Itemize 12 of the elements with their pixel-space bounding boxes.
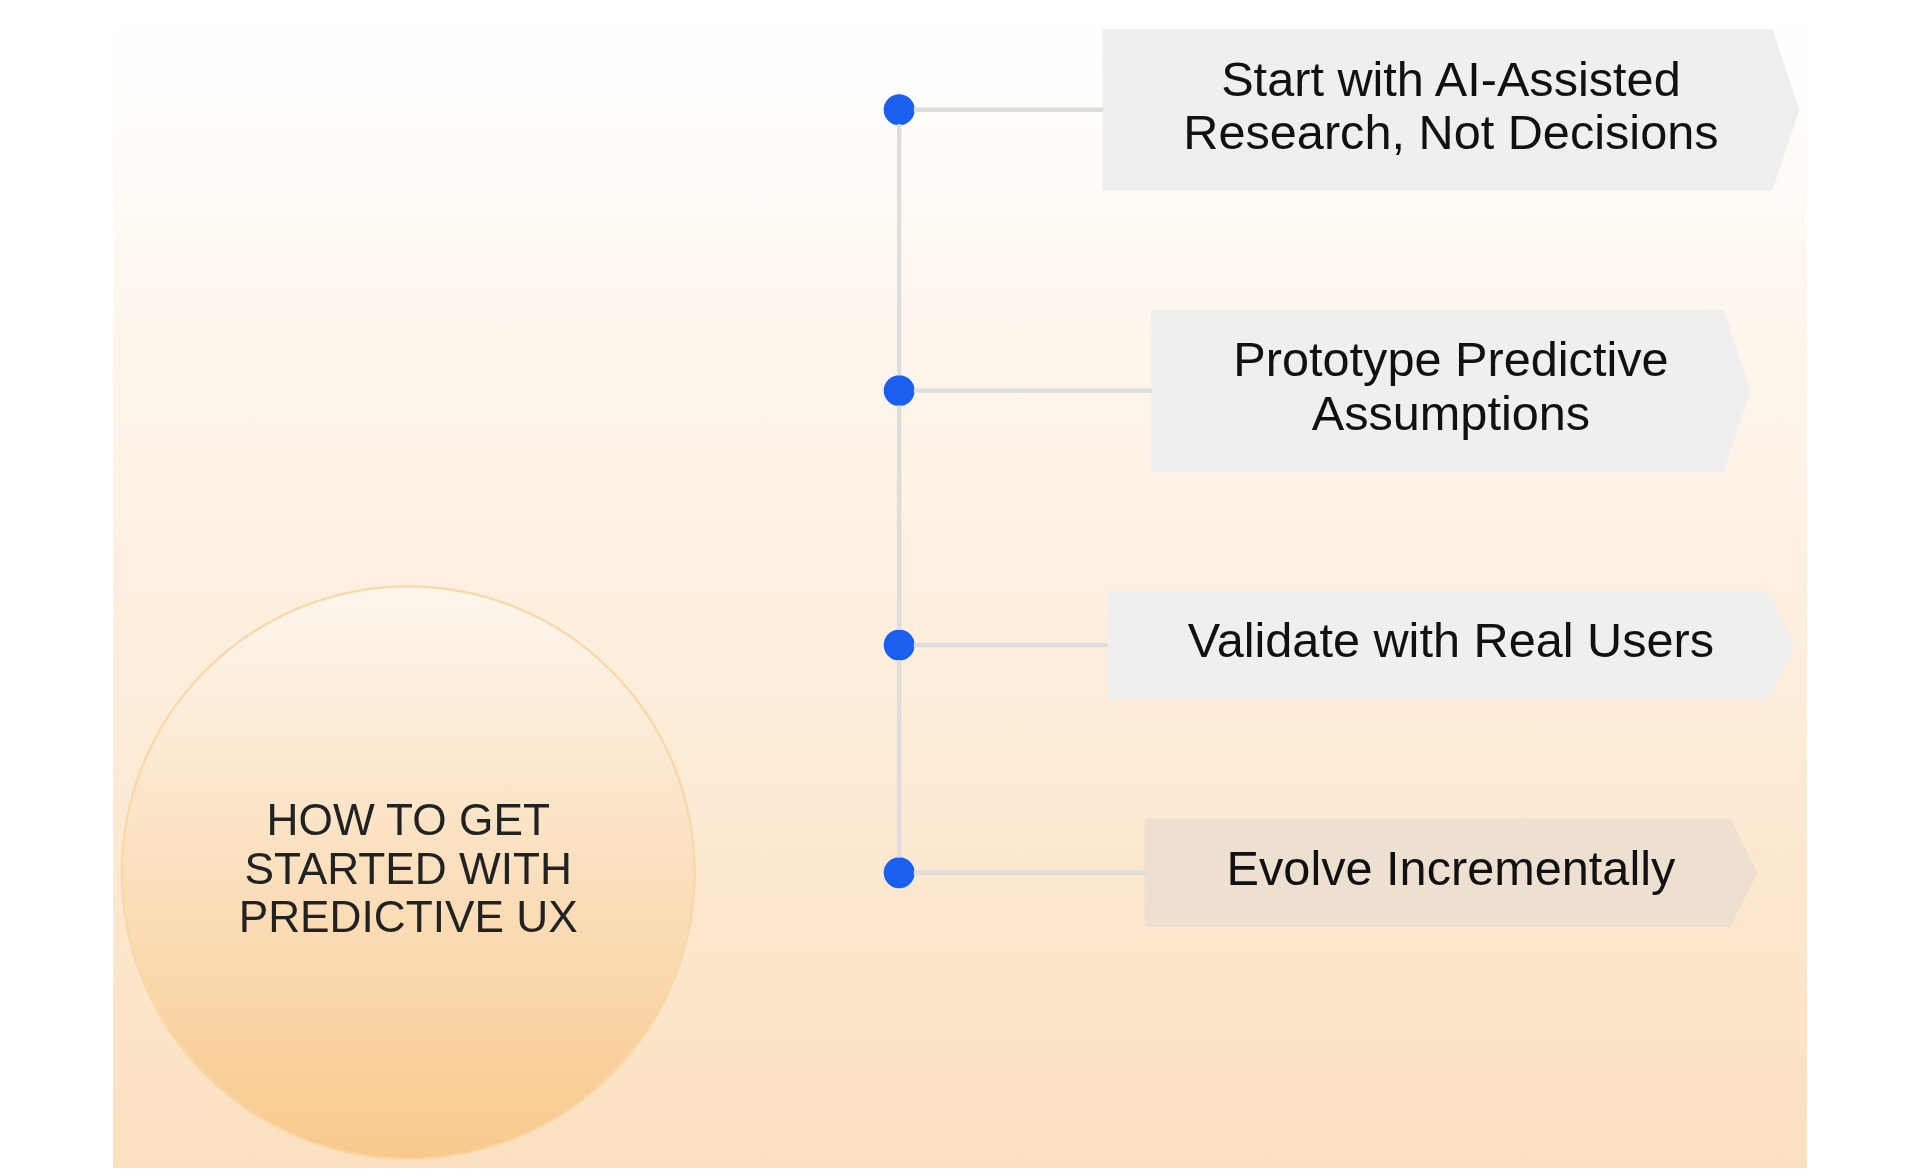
connector [896,405,902,631]
node-circle [883,629,915,661]
connector [913,642,1108,648]
connector [913,870,1146,875]
node-circle [883,375,915,407]
connector [913,107,1104,112]
node-circle: HOW TO GET STARTED WITH PREDICTIVE UX [120,585,696,1161]
connector [896,124,902,376]
node-circle [883,857,915,889]
connector [896,659,902,858]
node-circle [883,94,915,126]
connector [913,388,1153,393]
